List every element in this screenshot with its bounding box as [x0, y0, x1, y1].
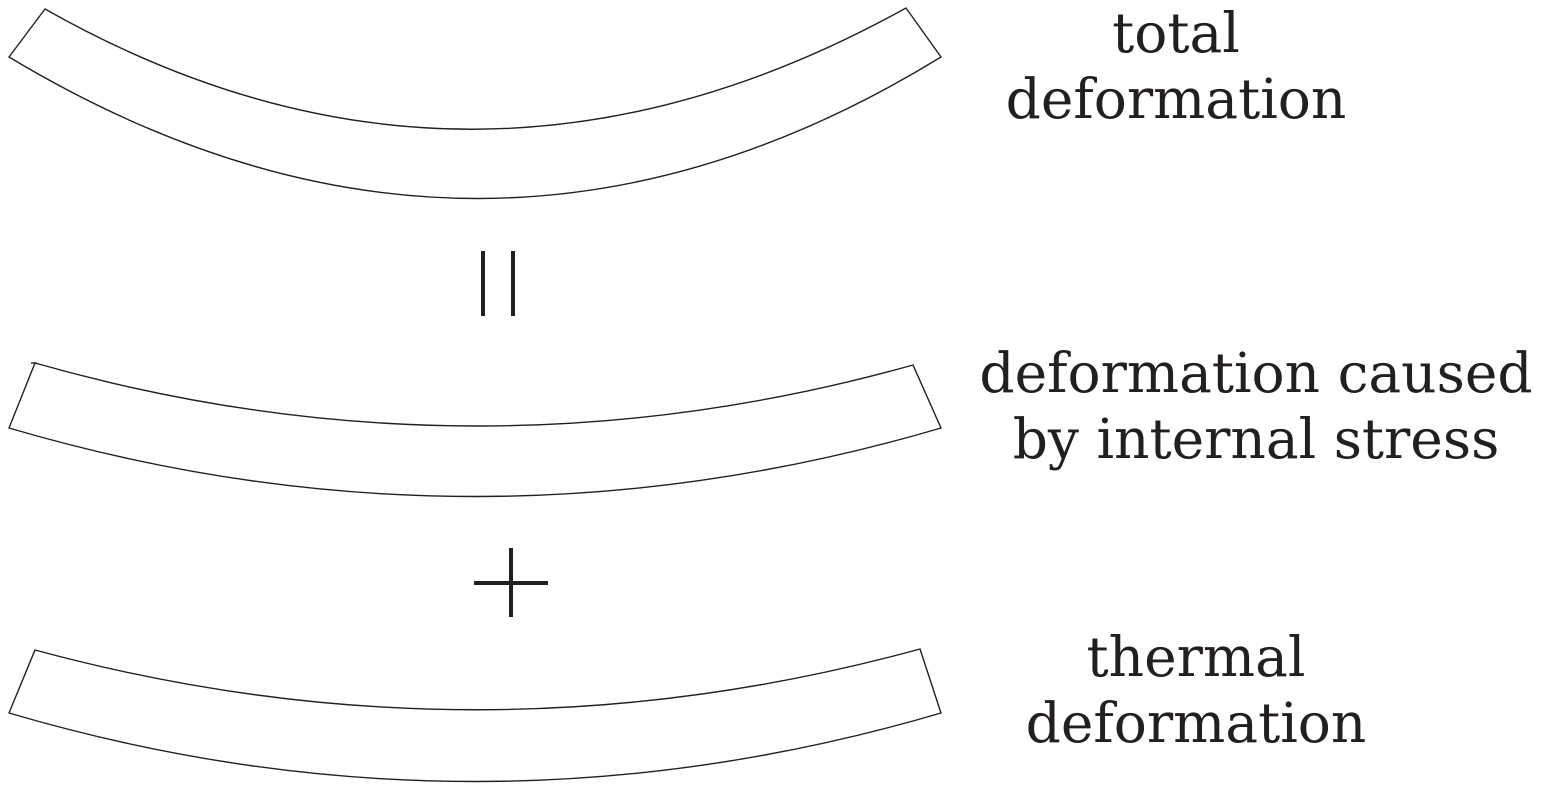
total-deformation-label-line-2: deformation: [1005, 67, 1347, 131]
thermal-deformation-label-line-2: deformation: [1025, 691, 1367, 755]
total-deformation-beam: [7, 7, 943, 200]
thermal-deformation-label: thermal deformation: [996, 624, 1396, 756]
total-deformation-label: total deformation: [976, 0, 1376, 132]
thermal-deformation-beam: [8, 648, 942, 783]
internal-stress-label-line-1: deformation caused: [979, 341, 1533, 405]
plus-operator: [474, 548, 548, 617]
internal-stress-label-line-2: by internal stress: [1012, 407, 1500, 471]
equals-operator: [481, 251, 515, 316]
total-deformation-label-line-1: total: [1112, 1, 1240, 65]
internal-stress-beam: [8, 362, 942, 498]
thermal-deformation-label-line-1: thermal: [1086, 625, 1306, 689]
internal-stress-deformation-label: deformation caused by internal stress: [956, 340, 1546, 472]
